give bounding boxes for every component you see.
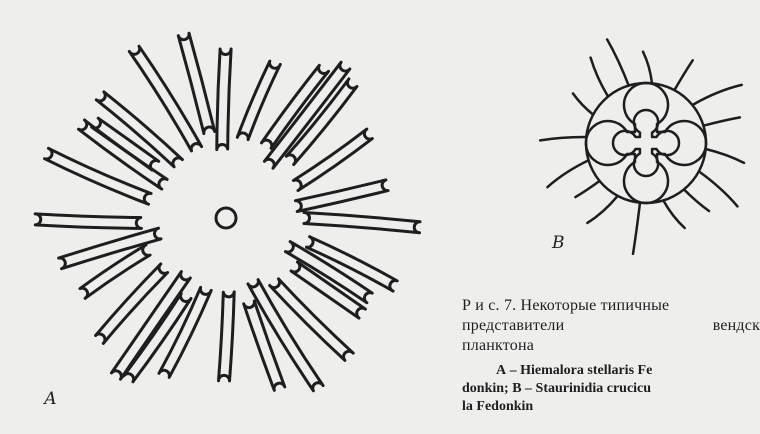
tentacle [699, 171, 738, 206]
lobe [248, 280, 323, 391]
lobe [217, 49, 231, 150]
lobe [293, 129, 372, 190]
lobe [307, 237, 398, 291]
tentacle [643, 52, 652, 84]
tentacle [591, 58, 608, 97]
tentacle [573, 94, 593, 115]
tentacle [607, 39, 629, 85]
lobe [96, 92, 182, 167]
central-disc [216, 208, 236, 228]
tentacle [633, 203, 640, 254]
lobe [219, 292, 235, 381]
lobe [304, 213, 420, 233]
legend-line-3: la Fedonkin [462, 398, 760, 416]
lobe [35, 214, 141, 229]
tentacle [547, 160, 588, 187]
legend-line-1: А – Hiemalora stellaris Fe [462, 362, 760, 380]
tentacle [684, 190, 709, 212]
figure-a-label: А [43, 389, 57, 409]
tentacle [703, 117, 740, 125]
caption-line-2-right: вендского [713, 316, 760, 336]
legend-line-2: donkin; В – Staurinidia crucicu [462, 380, 760, 398]
caption-line-3: планктона [462, 336, 760, 356]
tentacle [540, 137, 586, 140]
tentacle [587, 196, 617, 223]
lobe [79, 120, 168, 189]
tentacle [693, 85, 742, 105]
figure-a-hiemalora [35, 33, 420, 391]
tentacle [575, 181, 599, 197]
figure-b-staurinidia [540, 39, 744, 254]
tentacle [674, 60, 692, 90]
tentacle [663, 200, 684, 228]
caption-line-2-left: представители [462, 316, 564, 336]
medusa-disc [586, 83, 706, 203]
figure-caption: Р и с. 7. Некоторые типичные представите… [462, 296, 760, 416]
lobe [59, 228, 161, 269]
cross-body-inner [613, 110, 679, 176]
figure-b-label: В [551, 233, 565, 253]
tentacle [706, 149, 744, 163]
caption-line-1: Р и с. 7. Некоторые типичные [462, 296, 760, 316]
